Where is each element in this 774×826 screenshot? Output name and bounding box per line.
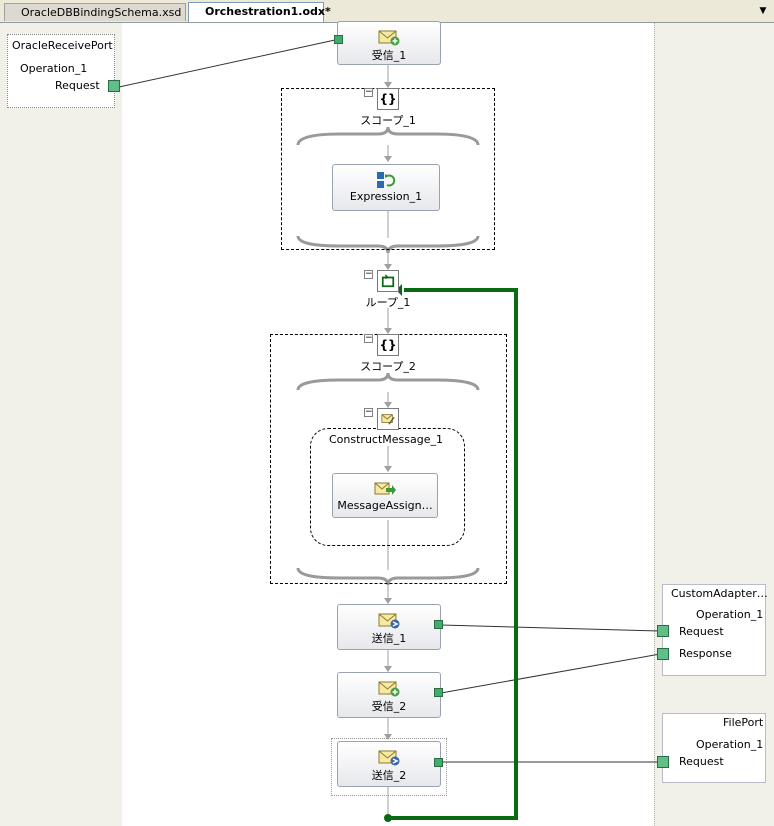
send2-port-connector[interactable] [434, 758, 443, 767]
message-assign-shape[interactable]: MessageAssign… [332, 473, 438, 518]
send1-port-connector[interactable] [434, 620, 443, 629]
custom-response-connector[interactable] [657, 648, 669, 660]
shape-label: 送信_1 [371, 632, 407, 645]
receive-shape-1[interactable]: 受信_1 [337, 21, 441, 65]
scope-2-label: スコープ_2 [360, 360, 416, 373]
document-tab-bar: OracleDBBindingSchema.xsd Orchestration1… [0, 0, 774, 23]
receive-envelope-icon [378, 681, 400, 697]
shape-label: MessageAssign… [337, 499, 433, 512]
send-envelope-icon [378, 750, 400, 766]
oracle-receive-port[interactable]: OracleReceivePort Operation_1 Request [7, 34, 115, 108]
loop-icon[interactable] [377, 270, 399, 292]
oracle-request-connector[interactable] [108, 80, 120, 92]
port-request[interactable]: Request [55, 79, 100, 92]
receive1-port-connector[interactable] [334, 35, 343, 44]
construct-message-label: ConstructMessage_1 [329, 433, 443, 446]
chevron-down-icon[interactable]: ▼ [759, 6, 767, 16]
port-links [118, 39, 661, 763]
collapse-scope2-toggle[interactable]: − [364, 333, 373, 343]
send-shape-1[interactable]: 送信_1 [337, 604, 441, 650]
scope-braces-icon[interactable]: {} [377, 334, 399, 356]
port-operation[interactable]: Operation_1 [696, 608, 764, 621]
receive2-port-connector[interactable] [434, 688, 443, 697]
custom-request-connector[interactable] [657, 625, 669, 637]
port-title: OracleReceivePort [12, 39, 113, 52]
port-operation[interactable]: Operation_1 [20, 62, 88, 75]
shape-label: 送信_2 [371, 769, 407, 782]
construct-message-icon[interactable] [377, 408, 399, 430]
tab-oracle-schema[interactable]: OracleDBBindingSchema.xsd [4, 3, 186, 21]
custom-adapter-port[interactable]: CustomAdapter… Operation_1 Request Respo… [662, 584, 768, 676]
scope-braces [296, 126, 480, 586]
collapse-construct-toggle[interactable]: − [364, 407, 373, 417]
loop-back-line [388, 288, 518, 820]
shape-label: 受信_1 [371, 49, 407, 62]
file-port[interactable]: FilePort Operation_1 Request [662, 713, 766, 783]
scope-braces-icon[interactable]: {} [377, 88, 399, 110]
receive-shape-2[interactable]: 受信_2 [337, 672, 441, 718]
port-request[interactable]: Request [679, 625, 724, 638]
port-request[interactable]: Request [679, 755, 724, 768]
scope-1-label: スコープ_1 [360, 114, 416, 127]
port-title: CustomAdapter… [671, 587, 768, 600]
expression-icon [377, 172, 396, 188]
selection-outline [331, 738, 447, 796]
send-shape-2[interactable]: 送信_2 [337, 741, 441, 787]
port-title: FilePort [723, 716, 764, 729]
left-port-surface [0, 23, 123, 826]
right-port-surface [654, 23, 774, 826]
tab-orchestration1[interactable]: Orchestration1.odx* [188, 2, 331, 22]
loop-1-label: ループ_1 [365, 296, 411, 309]
collapse-scope1-toggle[interactable]: − [364, 87, 373, 97]
collapse-loop1-toggle[interactable]: − [364, 269, 373, 279]
expression-shape-1[interactable]: Expression_1 [332, 164, 440, 211]
shape-label: Expression_1 [349, 190, 423, 203]
port-response[interactable]: Response [679, 647, 732, 660]
message-assign-icon [374, 482, 396, 495]
port-operation[interactable]: Operation_1 [696, 738, 764, 751]
receive-envelope-icon [378, 30, 400, 46]
file-request-connector[interactable] [657, 756, 669, 768]
send-envelope-icon [378, 613, 400, 629]
shape-label: 受信_2 [371, 700, 407, 713]
